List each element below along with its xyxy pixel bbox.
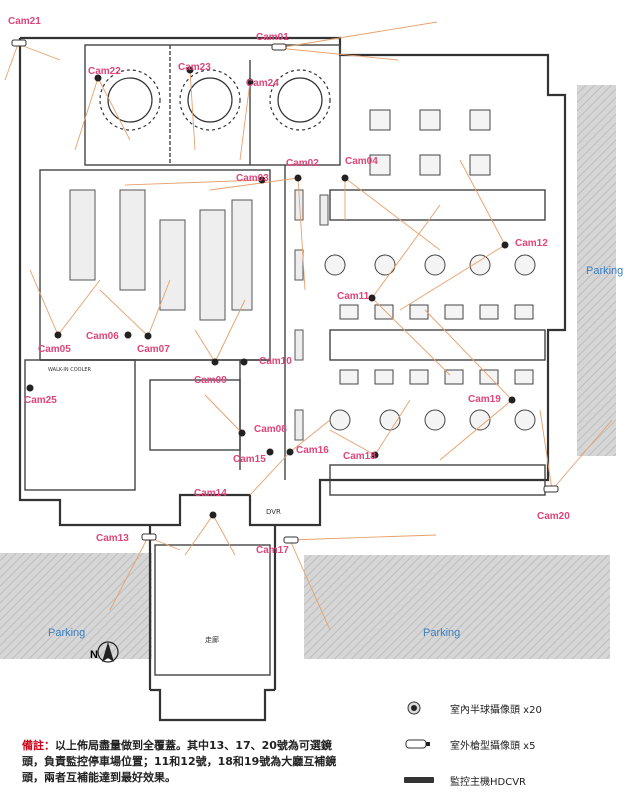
cam16-label: Cam16 xyxy=(296,445,329,456)
private-room-tables xyxy=(99,69,331,131)
cam13-bullet-icon[interactable] xyxy=(141,533,157,541)
note: 備註：以上佈局盡量做到全覆蓋。其中13、17、20號為可選鏡頭，負責監控停車場位… xyxy=(22,738,342,786)
legend-text-dvr: 監控主機HDCVR xyxy=(450,776,526,788)
legend-row-dome: 室內半球攝像頭 x20 xyxy=(400,690,620,726)
walk-in-cooler-label: WALK-IN COOLER xyxy=(48,367,92,373)
cam07-label: Cam07 xyxy=(137,344,170,355)
note-title: 備註： xyxy=(22,739,55,752)
cam17-bullet-icon[interactable] xyxy=(283,536,299,544)
bullet-camera-icon xyxy=(405,739,430,749)
kitchen-equipment xyxy=(69,189,329,441)
parking-lot-right xyxy=(577,85,616,456)
cam21-bullet-icon[interactable] xyxy=(11,39,27,47)
cam11-dome-icon[interactable] xyxy=(368,294,376,302)
cam19-dome-icon[interactable] xyxy=(508,396,516,404)
cam20-bullet-icon[interactable] xyxy=(543,485,559,493)
cam18-dome-icon[interactable] xyxy=(371,451,379,459)
svg-text:N: N xyxy=(90,649,98,661)
dome-camera-icon xyxy=(407,701,421,715)
cam08-dome-icon[interactable] xyxy=(238,429,246,437)
cam23-dome-icon[interactable] xyxy=(186,66,194,74)
cam22-dome-icon[interactable] xyxy=(94,74,102,82)
cam23-label: Cam23 xyxy=(178,62,211,73)
cam12-dome-icon[interactable] xyxy=(501,241,509,249)
parking-lot-left xyxy=(0,553,152,659)
parking-label-right: Parking xyxy=(586,265,623,277)
legend-row-dvr: 監控主機HDCVR xyxy=(400,762,620,798)
cam22-label: Cam22 xyxy=(88,66,121,77)
cam20-label: Cam20 xyxy=(537,511,570,522)
parking-lot-center xyxy=(304,555,610,659)
dvr-label: DVR xyxy=(266,508,281,516)
cam12-label: Cam12 xyxy=(515,238,548,249)
cam13-label: Cam13 xyxy=(96,533,129,544)
cam19-label: Cam19 xyxy=(468,394,501,405)
cam09-dome-icon[interactable] xyxy=(211,358,219,366)
cam18-label: Cam18 xyxy=(343,451,376,462)
cam25-dome-icon[interactable] xyxy=(26,384,34,392)
cam11-label: Cam11 xyxy=(337,291,370,302)
cam15-dome-icon[interactable] xyxy=(266,448,274,456)
cam07-dome-icon[interactable] xyxy=(144,332,152,340)
cam24-dome-icon[interactable] xyxy=(246,78,254,86)
note-body: 以上佈局盡量做到全覆蓋。其中13、17、20號為可選鏡頭，負責監控停車場位置；1… xyxy=(22,739,337,784)
legend: 室內半球攝像頭 x20 室外槍型攝像頭 x5 監控主機HDCVR xyxy=(400,690,620,798)
legend-text-dome: 室內半球攝像頭 x20 xyxy=(450,704,542,716)
interior-walls xyxy=(24,44,546,676)
legend-row-bullet: 室外槍型攝像頭 x5 xyxy=(400,726,620,762)
corridor-label: 走廊 xyxy=(205,635,219,644)
cam10-dome-icon[interactable] xyxy=(240,358,248,366)
cam06-label: Cam06 xyxy=(86,331,119,342)
cam04-dome-icon[interactable] xyxy=(341,174,349,182)
cam05-dome-icon[interactable] xyxy=(54,331,62,339)
parking-label-center: Parking xyxy=(423,627,460,639)
dvr-recorder-icon xyxy=(404,777,434,783)
coverage-lines xyxy=(4,21,613,631)
cam08-label: Cam08 xyxy=(254,424,287,435)
camera-markers xyxy=(11,39,559,544)
cam10-label: Cam10 xyxy=(259,356,292,367)
legend-text-bullet: 室外槍型攝像頭 x5 xyxy=(450,740,536,752)
cam25-label: Cam25 xyxy=(24,395,57,406)
cam15-label: Cam15 xyxy=(233,454,266,465)
cam02-label: Cam02 xyxy=(286,158,319,169)
camera-labels: Cam21 Cam01 Cam22 Cam23 Cam24 Cam02 Cam0… xyxy=(8,16,570,556)
cam14-dome-icon[interactable] xyxy=(209,511,217,519)
cam03-dome-icon[interactable] xyxy=(258,176,266,184)
cam09-label: Cam09 xyxy=(194,375,227,386)
cam17-label: Cam17 xyxy=(256,545,289,556)
cam03-label: Cam03 xyxy=(236,173,269,184)
parking-label-left: Parking xyxy=(48,627,85,639)
cam04-label: Cam04 xyxy=(345,156,378,167)
cam06-dome-icon[interactable] xyxy=(124,331,132,339)
cam24-label: Cam24 xyxy=(246,78,279,89)
cam01-bullet-icon[interactable] xyxy=(271,43,287,51)
cam02-dome-icon[interactable] xyxy=(294,174,302,182)
dining-tables xyxy=(324,109,536,431)
cam16-dome-icon[interactable] xyxy=(286,448,294,456)
cam01-label: Cam01 xyxy=(256,32,289,43)
cam21-label: Cam21 xyxy=(8,16,41,27)
cam14-label: Cam14 xyxy=(194,488,227,499)
north-arrow-icon: N xyxy=(90,641,119,663)
cam05-label: Cam05 xyxy=(38,344,71,355)
